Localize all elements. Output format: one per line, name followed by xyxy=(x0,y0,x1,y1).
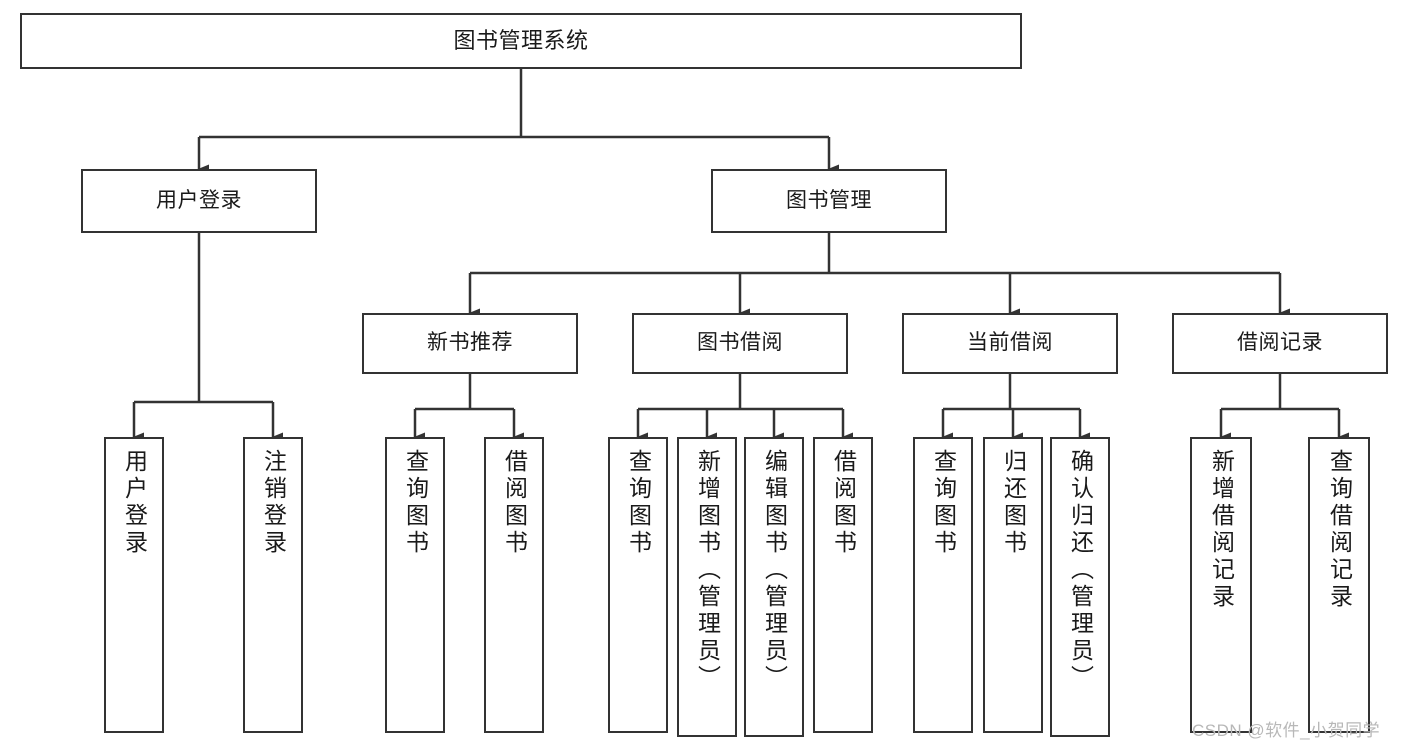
node-leaf-edit-book-admin-label: 编辑图书（管理员） xyxy=(761,449,788,692)
node-book-manage-label: 图书管理 xyxy=(786,188,872,212)
node-current-borrow-label: 当前借阅 xyxy=(967,331,1053,355)
node-leaf-add-book-admin[interactable]: 新增图书（管理员） xyxy=(677,437,737,737)
node-leaf-edit-book-admin[interactable]: 编辑图书（管理员） xyxy=(744,437,804,737)
node-leaf-confirm-return-admin-label: 确认归还（管理员） xyxy=(1067,449,1094,692)
node-leaf-return-book[interactable]: 归还图书 xyxy=(983,437,1043,733)
node-borrow-record-label: 借阅记录 xyxy=(1237,331,1323,355)
node-leaf-logout-login-label: 注销登录 xyxy=(260,449,287,557)
node-current-borrow[interactable]: 当前借阅 xyxy=(902,313,1118,374)
node-leaf-query-book-current-label: 查询图书 xyxy=(930,449,957,557)
node-root[interactable]: 图书管理系统 xyxy=(20,13,1022,69)
node-leaf-query-book-borrow[interactable]: 查询图书 xyxy=(608,437,668,733)
node-book-borrow[interactable]: 图书借阅 xyxy=(632,313,848,374)
node-leaf-query-book-recommend-label: 查询图书 xyxy=(402,449,429,557)
edge-group xyxy=(132,69,1349,442)
node-leaf-add-borrow-record-label: 新增借阅记录 xyxy=(1208,449,1235,611)
node-user-login-label: 用户登录 xyxy=(156,188,242,212)
node-leaf-user-login[interactable]: 用户登录 xyxy=(104,437,164,733)
node-root-label: 图书管理系统 xyxy=(453,28,589,54)
watermark: CSDN @软件_小贺同学 xyxy=(1192,721,1381,740)
node-leaf-add-borrow-record[interactable]: 新增借阅记录 xyxy=(1190,437,1252,733)
node-leaf-borrow-book[interactable]: 借阅图书 xyxy=(813,437,873,733)
node-leaf-query-book-borrow-label: 查询图书 xyxy=(625,449,652,557)
node-leaf-borrow-book-recommend-label: 借阅图书 xyxy=(501,449,528,557)
node-new-book-recommend-label: 新书推荐 xyxy=(427,331,513,355)
node-leaf-confirm-return-admin[interactable]: 确认归还（管理员） xyxy=(1050,437,1110,737)
node-book-borrow-label: 图书借阅 xyxy=(697,331,783,355)
node-leaf-query-borrow-record[interactable]: 查询借阅记录 xyxy=(1308,437,1370,733)
node-leaf-add-book-admin-label: 新增图书（管理员） xyxy=(694,449,721,692)
node-leaf-return-book-label: 归还图书 xyxy=(1000,449,1027,557)
node-leaf-logout-login[interactable]: 注销登录 xyxy=(243,437,303,733)
node-leaf-query-book-current[interactable]: 查询图书 xyxy=(913,437,973,733)
node-leaf-borrow-book-label: 借阅图书 xyxy=(830,449,857,557)
node-leaf-user-login-label: 用户登录 xyxy=(121,449,148,557)
node-leaf-query-borrow-record-label: 查询借阅记录 xyxy=(1326,449,1353,611)
node-new-book-recommend[interactable]: 新书推荐 xyxy=(362,313,578,374)
node-leaf-borrow-book-recommend[interactable]: 借阅图书 xyxy=(484,437,544,733)
node-borrow-record[interactable]: 借阅记录 xyxy=(1172,313,1388,374)
node-leaf-query-book-recommend[interactable]: 查询图书 xyxy=(385,437,445,733)
node-user-login[interactable]: 用户登录 xyxy=(81,169,317,233)
node-book-manage[interactable]: 图书管理 xyxy=(711,169,947,233)
